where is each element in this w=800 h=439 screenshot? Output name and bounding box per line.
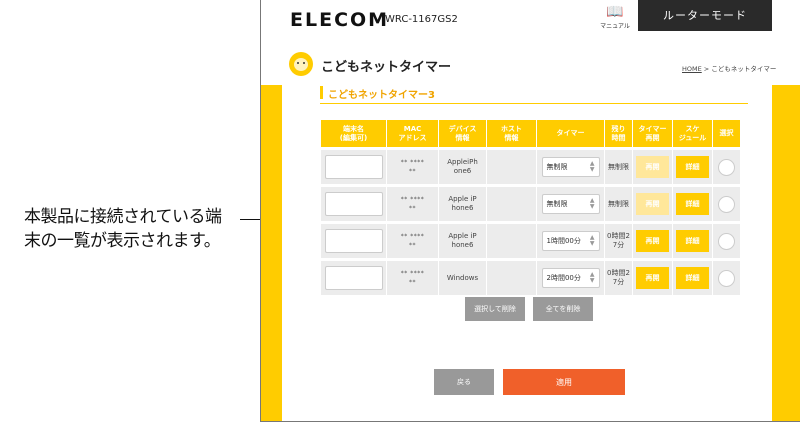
book-icon: 📖: [606, 4, 624, 20]
timer-value: 無制限: [546, 162, 568, 171]
timer-value: 1時間00分: [546, 236, 581, 245]
schedule-detail-button[interactable]: 詳細: [676, 267, 709, 289]
device-table: 端末名 (編集可) MAC アドレス デバイス 情報 ホスト 情報 タイマー 残…: [321, 120, 741, 295]
table-row: ** **** ** Windows 2時間00分 ▲▼ 0時間2 7分 再開 詳…: [321, 261, 741, 295]
breadcrumb-current: > こどもネットタイマー: [701, 65, 777, 73]
col-header-schedule: スケ ジュール: [673, 120, 713, 147]
stepper-arrows-icon: ▲▼: [589, 197, 595, 210]
remaining-time: 無制限: [608, 199, 629, 208]
resume-button[interactable]: 再開: [636, 156, 669, 178]
device-info: Windows: [446, 273, 479, 282]
model-name: WRC-1167GS2: [385, 14, 458, 25]
page-title: こどもネットタイマー: [321, 60, 452, 75]
col-header-name: 端末名 (編集可): [321, 120, 387, 147]
breadcrumb: HOME > こどもネットタイマー: [682, 63, 776, 73]
apply-button[interactable]: 適用: [503, 369, 625, 395]
delete-selected-button[interactable]: 選択して削除: [465, 297, 525, 321]
timer-select[interactable]: 無制限 ▲▼: [541, 157, 600, 177]
col-header-remaining: 残り 時間: [605, 120, 633, 147]
section-divider: [320, 103, 748, 104]
timer-value: 2時間00分: [546, 273, 581, 282]
remaining-time: 0時間2 7分: [607, 232, 630, 249]
select-radio[interactable]: [718, 232, 735, 250]
right-accent-band: [772, 85, 800, 421]
select-radio[interactable]: [718, 158, 735, 176]
device-name-input[interactable]: [324, 229, 383, 253]
brand-logo: ELECOM: [290, 9, 390, 31]
select-radio[interactable]: [718, 195, 735, 213]
device-info: Apple iP hone6: [448, 195, 477, 212]
schedule-detail-button[interactable]: 詳細: [676, 193, 709, 215]
stepper-arrows-icon: ▲▼: [589, 271, 595, 284]
annotation-text: 本製品に接続されている端末の一覧が表示されます。: [24, 207, 222, 251]
left-accent-band: [261, 85, 282, 421]
col-header-device: デバイス 情報: [439, 120, 487, 147]
device-name-input[interactable]: [324, 266, 383, 290]
mac-address: ** **** **: [400, 196, 425, 212]
resume-button[interactable]: 再開: [636, 193, 669, 215]
manual-link[interactable]: 📖 マニュアル: [598, 4, 632, 30]
mac-address: ** **** **: [400, 233, 425, 249]
timer-select[interactable]: 無制限 ▲▼: [541, 194, 600, 214]
col-header-select: 選択: [713, 120, 741, 147]
router-mode-button[interactable]: ルーターモード: [638, 0, 772, 31]
col-header-resume: タイマー 再開: [633, 120, 673, 147]
section-title: こどもネットタイマー3: [328, 90, 435, 101]
device-info: Apple iP hone6: [448, 232, 477, 249]
table-row: ** **** ** Apple iP hone6 1時間00分 ▲▼ 0時間2 …: [321, 224, 741, 258]
stepper-arrows-icon: ▲▼: [589, 234, 595, 247]
schedule-detail-button[interactable]: 詳細: [676, 156, 709, 178]
timer-value: 無制限: [546, 199, 568, 208]
mac-address: ** **** **: [400, 159, 425, 175]
breadcrumb-home-link[interactable]: HOME: [682, 65, 702, 73]
timer-select[interactable]: 1時間00分 ▲▼: [541, 231, 600, 251]
remaining-time: 無制限: [608, 162, 629, 171]
manual-label: マニュアル: [600, 23, 630, 30]
router-ui-screenshot: ELECOM WRC-1167GS2 📖 マニュアル ルーターモード こどもネッ…: [260, 0, 800, 422]
device-info: AppleiPh one6: [447, 158, 478, 175]
resume-button[interactable]: 再開: [636, 230, 669, 252]
col-header-mac: MAC アドレス: [387, 120, 439, 147]
remaining-time: 0時間2 7分: [607, 269, 630, 286]
table-row: ** **** ** Apple iP hone6 無制限 ▲▼ 無制限 再開 詳…: [321, 187, 741, 221]
device-name-input[interactable]: [324, 192, 383, 216]
resume-button[interactable]: 再開: [636, 267, 669, 289]
kids-face-icon: [289, 52, 313, 76]
select-radio[interactable]: [718, 269, 735, 287]
table-header: 端末名 (編集可) MAC アドレス デバイス 情報 ホスト 情報 タイマー 残…: [321, 120, 741, 147]
stepper-arrows-icon: ▲▼: [589, 160, 595, 173]
col-header-host: ホスト 情報: [487, 120, 537, 147]
mac-address: ** **** **: [400, 270, 425, 286]
timer-select[interactable]: 2時間00分 ▲▼: [541, 268, 600, 288]
section-marker: [320, 86, 323, 99]
device-name-input[interactable]: [324, 155, 383, 179]
delete-all-button[interactable]: 全てを削除: [533, 297, 593, 321]
col-header-timer: タイマー: [537, 120, 605, 147]
back-button[interactable]: 戻る: [434, 369, 494, 395]
table-row: ** **** ** AppleiPh one6 無制限 ▲▼ 無制限 再開 詳細: [321, 150, 741, 184]
schedule-detail-button[interactable]: 詳細: [676, 230, 709, 252]
